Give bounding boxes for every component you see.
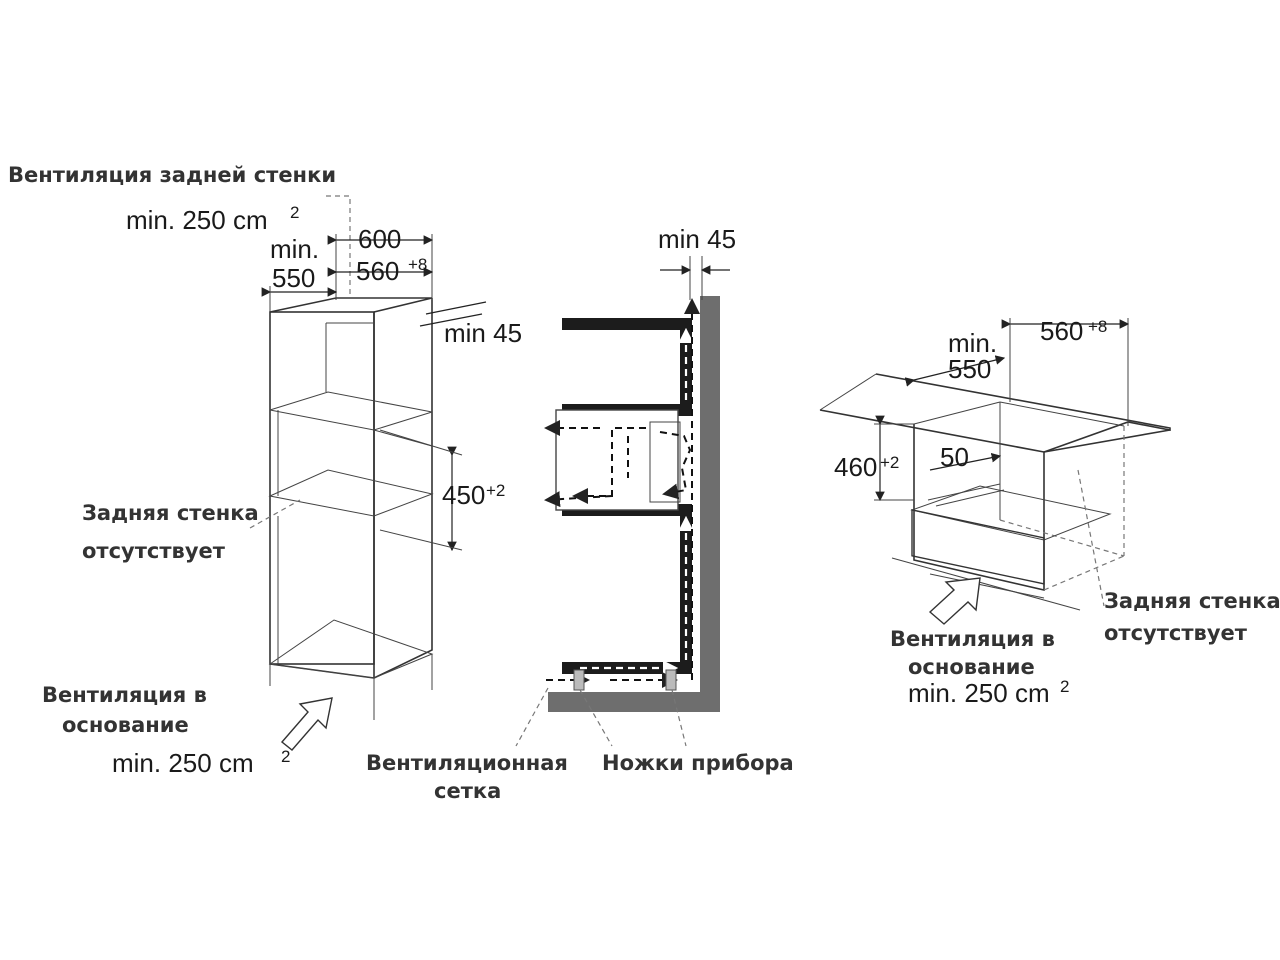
under-dim-offset: 50 [940,442,969,472]
cabinet-front-frame [269,311,375,665]
dim-inner-width: 560 [356,256,399,286]
base-vent-arrow-icon [280,697,333,751]
floor-plinth [548,692,720,712]
shelf-upper [269,391,433,431]
under-base-vent-arrow-icon [928,577,981,625]
niche-outline [913,424,1045,592]
under-dim-inner-width-sup: +8 [1088,317,1107,336]
under-dim-depth-min-1: min. [948,328,997,358]
cabinet-top [269,297,433,313]
no-back-label-2: отсутствует [82,539,226,563]
under-no-back-label-2: отсутствует [1104,621,1248,645]
appliance-foot-2 [665,669,677,691]
under-no-back-label-1: Задняя стенка [1104,589,1280,613]
under-base-vent-sup: 2 [1060,677,1069,696]
appliance-foot-1 [573,669,585,691]
drawer-front [911,509,1045,585]
base-vent-label-1: Вентиляция в [42,683,207,707]
under-base-vent-label-2: основание [908,655,1035,679]
under-dim-depth-min-2: 550 [948,354,991,384]
under-dim-height: 460 [834,452,877,482]
under-base-vent-min: min. 250 cm [908,678,1050,708]
dim-gap: min 45 [444,318,522,348]
cabinet-base [268,619,434,679]
rear-vent-title: Вентиляция задней стенки [8,163,336,187]
rear-wall [700,296,720,712]
dim-niche-height: 450 [442,480,485,510]
grille-label-1: Вентиляционная [366,751,568,775]
section-view-drawing: min 45 Вентиляционная сетка Ножки прибор… [366,224,794,803]
lower-cabinet-section [562,504,692,674]
under-base-vent-label-1: Вентиляция в [890,627,1055,651]
shelf-lower [268,469,434,517]
base-vent-label-2: основание [62,713,189,737]
under-dim-height-sup: +2 [880,453,899,472]
appliance-body [555,409,679,511]
under-counter-drawing: min. 550 560 +8 460 +2 50 Задняя стенка … [819,316,1280,708]
section-dim-gap: min 45 [658,224,736,254]
rear-vent-min: min. 250 cm [126,205,268,235]
feet-label: Ножки прибора [602,751,794,775]
grille-label-2: сетка [434,779,501,803]
dim-inner-width-sup: +8 [408,255,427,274]
under-dim-inner-width: 560 [1040,316,1083,346]
tall-cabinet-drawing: Вентиляция задней стенки min. 250 cm 2 6… [8,163,522,778]
dim-depth-min-1: min. [270,234,319,264]
base-vent-sup: 2 [281,747,290,766]
base-vent-min: min. 250 cm [112,748,254,778]
dim-depth-min-2: 550 [272,263,315,293]
upper-cabinet-section [562,318,692,416]
drawer-top [910,485,1112,541]
no-back-label-1: Задняя стенка [82,501,259,525]
dim-niche-height-sup: +2 [486,481,505,500]
cabinet-right-side [373,298,433,679]
dim-width: 600 [358,224,401,254]
rear-vent-sup: 2 [290,203,299,222]
countertop [875,373,1171,453]
